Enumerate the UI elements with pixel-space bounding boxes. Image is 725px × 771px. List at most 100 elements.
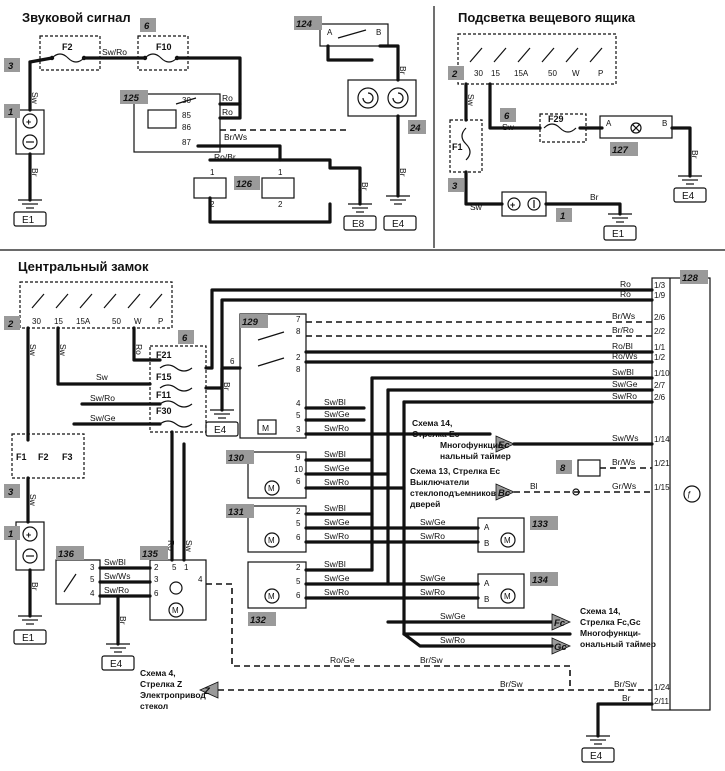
badge-131: 131 [228,507,244,518]
svg-text:1/15: 1/15 [654,483,670,492]
svg-text:Br: Br [360,182,370,191]
svg-text:30: 30 [474,69,483,78]
svg-text:8: 8 [296,365,301,374]
badge-126: 126 [236,179,253,190]
svg-text:4: 4 [90,589,95,598]
svg-text:2: 2 [296,507,301,516]
svg-text:M: M [268,484,275,493]
badge-127: 127 [612,145,629,156]
svg-text:Sw/Bl: Sw/Bl [612,367,634,377]
svg-text:Br/Ws: Br/Ws [612,311,635,321]
badge-136: 136 [58,549,75,560]
wire-label-sw: Sw [30,92,40,105]
svg-text:50: 50 [112,317,121,326]
svg-text:Br/Sw: Br/Sw [500,679,524,689]
badge-124: 124 [296,19,313,30]
svg-text:Схема 13, Стрелка Ec: Схема 13, Стрелка Ec [410,466,500,476]
svg-text:2/2: 2/2 [654,327,666,336]
svg-text:+: + [26,530,31,540]
svg-text:Sw/Ro: Sw/Ro [324,531,349,541]
svg-text:Sw/Bl: Sw/Bl [324,397,346,407]
badge-6-central: 6 [182,333,188,344]
svg-text:Sw/Ro: Sw/Ro [324,423,349,433]
svg-text:50: 50 [548,69,557,78]
section-title-central-lock: Центральный замок [18,259,149,274]
badge-125: 125 [123,93,140,104]
svg-text:стекол: стекол [140,701,168,711]
svg-text:2/6: 2/6 [654,393,666,402]
wire-label-ro-br: Ro/Br [214,152,236,162]
svg-text:Sw/Bl: Sw/Bl [324,449,346,459]
svg-text:E4: E4 [110,659,123,670]
svg-text:Sw/Ge: Sw/Ge [612,379,638,389]
svg-text:86: 86 [182,123,191,132]
svg-text:Br/Sw: Br/Sw [420,655,444,665]
svg-text:15A: 15A [76,317,91,326]
svg-text:ональный таймер: ональный таймер [580,639,656,649]
svg-text:Sw/Ge: Sw/Ge [324,573,350,583]
arrow-z: Z [203,686,211,697]
svg-text:Sw/Ro: Sw/Ro [104,585,129,595]
svg-text:Схема 14,: Схема 14, [412,418,452,428]
arrow-ec: Ec [498,440,510,451]
svg-text:стеклоподъемников: стеклоподъемников [410,488,496,498]
badge-2-central: 2 [7,319,14,330]
svg-text:B: B [484,539,489,548]
svg-text:Sw/Ge: Sw/Ge [324,409,350,419]
svg-text:A: A [484,579,490,588]
svg-text:1: 1 [184,563,189,572]
svg-text:Ro: Ro [166,540,176,551]
svg-text:1/14: 1/14 [654,435,670,444]
svg-text:Br/Ro: Br/Ro [612,325,634,335]
svg-text:30: 30 [32,317,41,326]
svg-text:Sw: Sw [28,494,38,507]
svg-text:ƒ: ƒ [687,490,691,499]
svg-text:B: B [376,28,381,37]
svg-text:Br/Ws: Br/Ws [612,457,635,467]
svg-text:3: 3 [90,563,95,572]
svg-text:Br: Br [30,582,40,591]
svg-text:дверей: дверей [410,499,440,509]
svg-text:Sw/Bl: Sw/Bl [324,559,346,569]
svg-text:Br: Br [118,616,128,625]
svg-text:2: 2 [154,563,159,572]
svg-text:6: 6 [296,533,301,542]
svg-text:15A: 15A [514,69,529,78]
svg-text:85: 85 [182,111,191,120]
door-lock-module-135 [149,559,207,621]
svg-text:Br/Sw: Br/Sw [614,679,638,689]
svg-text:2/11: 2/11 [654,697,670,706]
svg-text:W: W [134,317,142,326]
ground-e1 [13,211,47,227]
svg-text:Sw: Sw [58,344,68,357]
svg-text:Sw/Ge: Sw/Ge [90,413,116,423]
svg-text:E4: E4 [392,219,405,230]
fuse-holder-f10 [137,35,189,71]
svg-text:E8: E8 [352,219,365,230]
ground-e4-horn [383,215,417,231]
svg-text:6: 6 [154,589,159,598]
svg-text:нальный таймер: нальный таймер [440,451,511,461]
svg-text:M: M [504,592,511,601]
horn-relay [133,93,221,153]
svg-text:2/6: 2/6 [654,313,666,322]
svg-text:Sw/Ge: Sw/Ge [324,463,350,473]
fuse-f29-label: F29 [548,114,564,124]
svg-text:Sw/Ro: Sw/Ro [324,477,349,487]
svg-text:Ro: Ro [134,344,144,355]
svg-text:6: 6 [296,477,301,486]
svg-text:6: 6 [296,591,301,600]
svg-text:F15: F15 [156,372,172,382]
badge-8: 8 [560,463,566,474]
svg-text:2: 2 [210,200,215,209]
svg-text:W: W [572,69,580,78]
svg-text:P: P [158,317,163,326]
fuse-f10-label: F10 [156,42,172,52]
svg-text:Схема 4,: Схема 4, [140,668,176,678]
badge-135: 135 [142,549,159,560]
horn-module [347,79,417,117]
badge-130: 130 [228,453,245,464]
svg-text:15: 15 [54,317,63,326]
svg-text:Sw/Ws: Sw/Ws [612,433,638,443]
